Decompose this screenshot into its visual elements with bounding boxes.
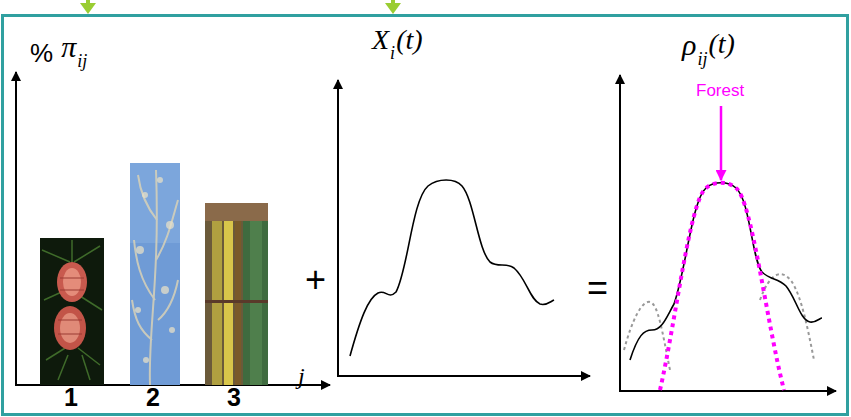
component-curve	[624, 274, 814, 370]
axis-subscript: ij	[697, 50, 707, 68]
class-label: Forest	[696, 82, 744, 99]
frame	[3, 16, 848, 415]
photo-bar	[130, 163, 180, 385]
axis-subscript: ij	[77, 52, 87, 70]
incoming-arrow	[80, 0, 401, 14]
category-number: 1	[64, 385, 78, 410]
operator: =	[587, 270, 608, 306]
forest-curve	[660, 183, 784, 390]
operator: +	[305, 262, 326, 298]
axis-symbol: ρ	[682, 30, 696, 60]
category-number: 2	[146, 385, 160, 410]
axis-label: j	[298, 364, 305, 388]
axis-unit: %	[30, 40, 53, 66]
axis-argument: (t)	[396, 26, 422, 54]
axes	[15, 72, 330, 385]
category-number: 3	[227, 385, 241, 410]
axes	[337, 80, 590, 376]
photo-bar	[205, 203, 268, 385]
axis-subscript: i	[390, 44, 395, 62]
photo-bar	[40, 238, 104, 385]
axis-argument: (t)	[708, 30, 734, 58]
pointer-arrow	[720, 106, 723, 180]
axis-symbol: π	[61, 32, 76, 62]
signal-curve	[350, 180, 554, 356]
axes	[619, 75, 836, 391]
axis-symbol: X	[372, 26, 389, 54]
signal-curve	[630, 183, 822, 360]
